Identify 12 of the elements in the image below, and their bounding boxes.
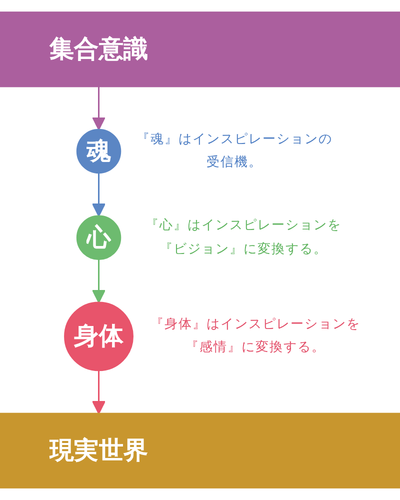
node-circle: 心 [76, 215, 122, 260]
description-text: 『心』はインスピレーションを『ビジョン』に変換する。 [144, 217, 342, 259]
description-text: 『魂』はインスピレーションの受信機。 [135, 130, 334, 172]
description-text: 『身体』はインスピレーションを『感情』に変換する。 [150, 316, 362, 358]
arrow [92, 259, 106, 304]
node-circle: 身体 [64, 302, 134, 372]
arrow [92, 370, 106, 414]
node-box: 現実世界 [0, 412, 400, 488]
node-circle: 魂 [76, 128, 122, 174]
arrow [92, 86, 106, 130]
node-box: 集合意識 [0, 12, 400, 88]
arrow [92, 172, 106, 217]
